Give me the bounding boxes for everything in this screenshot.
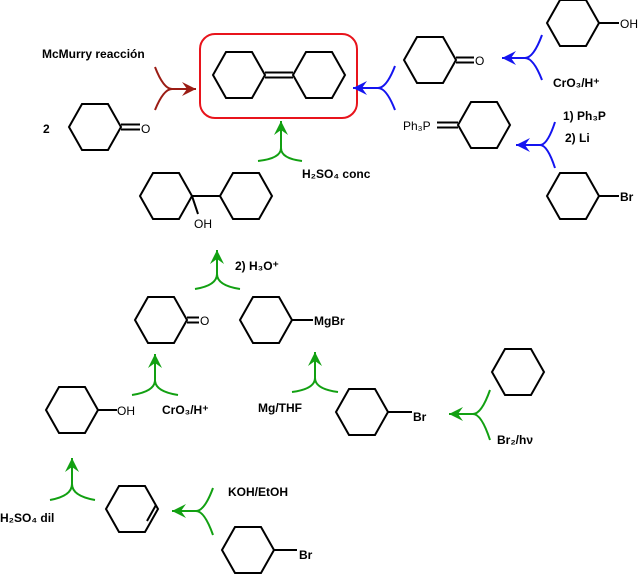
arrow-tail xyxy=(154,66,173,111)
reagent-koh-etoh: KOH/EtOH xyxy=(228,485,288,499)
bromine-label: Br xyxy=(620,190,634,204)
arrow-tail xyxy=(524,34,543,81)
arrow-tail xyxy=(472,389,491,441)
mcmurry-label: McMurry reacción xyxy=(42,47,145,61)
reagent-mg-thf: Mg/THF xyxy=(258,401,302,415)
grignard-formation-arrow xyxy=(291,352,339,393)
arrow-tail xyxy=(194,273,241,290)
carbonyl-oxygen-label: O xyxy=(141,122,150,136)
grignard-label: MgBr xyxy=(314,314,345,328)
arrowhead-icon xyxy=(502,51,516,65)
oxidation-arrow xyxy=(131,354,179,396)
wittig-arrow xyxy=(353,65,396,111)
hydroxyl-label: OH xyxy=(117,404,135,418)
arrowhead-icon xyxy=(274,121,288,135)
arrowhead-icon xyxy=(210,250,224,264)
cyclohexylidene-ring xyxy=(211,51,267,99)
cyclohexene-double-bond xyxy=(146,504,157,522)
cyclohexyl-ring xyxy=(218,172,274,220)
mcmurry-arrow xyxy=(154,66,196,111)
arrowhead-icon xyxy=(182,82,196,96)
arrow-tail xyxy=(49,483,96,501)
arrow-tail xyxy=(539,121,556,169)
reagent-br2-hv: Br₂/hν xyxy=(497,433,533,447)
bromine-label: Br xyxy=(413,410,427,424)
arrowhead-icon xyxy=(516,138,530,152)
oxidation-arrow xyxy=(502,34,543,81)
grignard-addition-arrow xyxy=(194,250,241,290)
elimination-arrow xyxy=(172,487,214,536)
bromine-label: Br xyxy=(299,548,313,562)
arrow-tail xyxy=(257,147,303,162)
arrow-tail xyxy=(291,377,339,393)
reagent-cro3-top: CrO₃/H⁺ xyxy=(553,76,600,90)
arrow-tail xyxy=(377,65,396,111)
reagent-h3o: 2) H₃O⁺ xyxy=(235,259,279,273)
cyclohexanone-ring xyxy=(133,296,189,344)
cyclohexanone-ring xyxy=(67,103,123,151)
cyclohexanol-ring xyxy=(44,386,100,434)
hydroxyl-label: OH xyxy=(620,17,638,31)
reagent-ph3p: 1) Ph₃P xyxy=(563,109,606,123)
arrowhead-icon xyxy=(172,504,186,518)
cyclohexyl-grignard-ring xyxy=(238,296,294,344)
cyclohexene-ring xyxy=(104,485,160,533)
arrowhead-icon xyxy=(353,81,367,95)
bromocyclohexane-ring xyxy=(220,526,276,574)
cyclohexanol-ring xyxy=(138,172,194,220)
c-oh-bond xyxy=(191,195,199,215)
reagent-h2so4-conc: H₂SO₄ conc xyxy=(302,167,371,181)
dehydration-arrow xyxy=(257,121,303,162)
arrowhead-icon xyxy=(449,407,463,421)
ylide-formation-arrow xyxy=(516,121,556,169)
cyclohexane-ring xyxy=(490,348,546,396)
reagent-cro3-bottom: CrO₃/H⁺ xyxy=(162,403,209,417)
coefficient-label: 2 xyxy=(43,122,50,136)
arrow-tail xyxy=(131,379,179,396)
arrowhead-icon xyxy=(65,458,79,472)
bromocyclohexane-ring xyxy=(545,172,601,220)
carbonyl-oxygen-label: O xyxy=(475,54,484,68)
ylide-phosphorus-label: Ph₃P xyxy=(403,119,431,133)
bromination-arrow xyxy=(449,389,491,441)
carbonyl-oxygen-label: O xyxy=(200,314,209,328)
arrow-tail xyxy=(195,487,214,536)
hydration-arrow xyxy=(49,458,96,501)
cyclohexylidene-ring xyxy=(291,51,347,99)
ylide-ring xyxy=(456,101,512,149)
arrowhead-icon xyxy=(308,352,322,366)
target-highlight-box xyxy=(199,33,358,119)
cyclohexanol-ring xyxy=(545,0,601,47)
reagent-h2so4-dil: H₂SO₄ dil xyxy=(0,511,54,525)
reagent-li: 2) Li xyxy=(565,131,590,145)
cyclohexanone-ring xyxy=(402,36,458,84)
hydroxyl-label: OH xyxy=(194,217,212,231)
bromocyclohexane-ring xyxy=(334,388,390,436)
arrowhead-icon xyxy=(148,354,162,368)
